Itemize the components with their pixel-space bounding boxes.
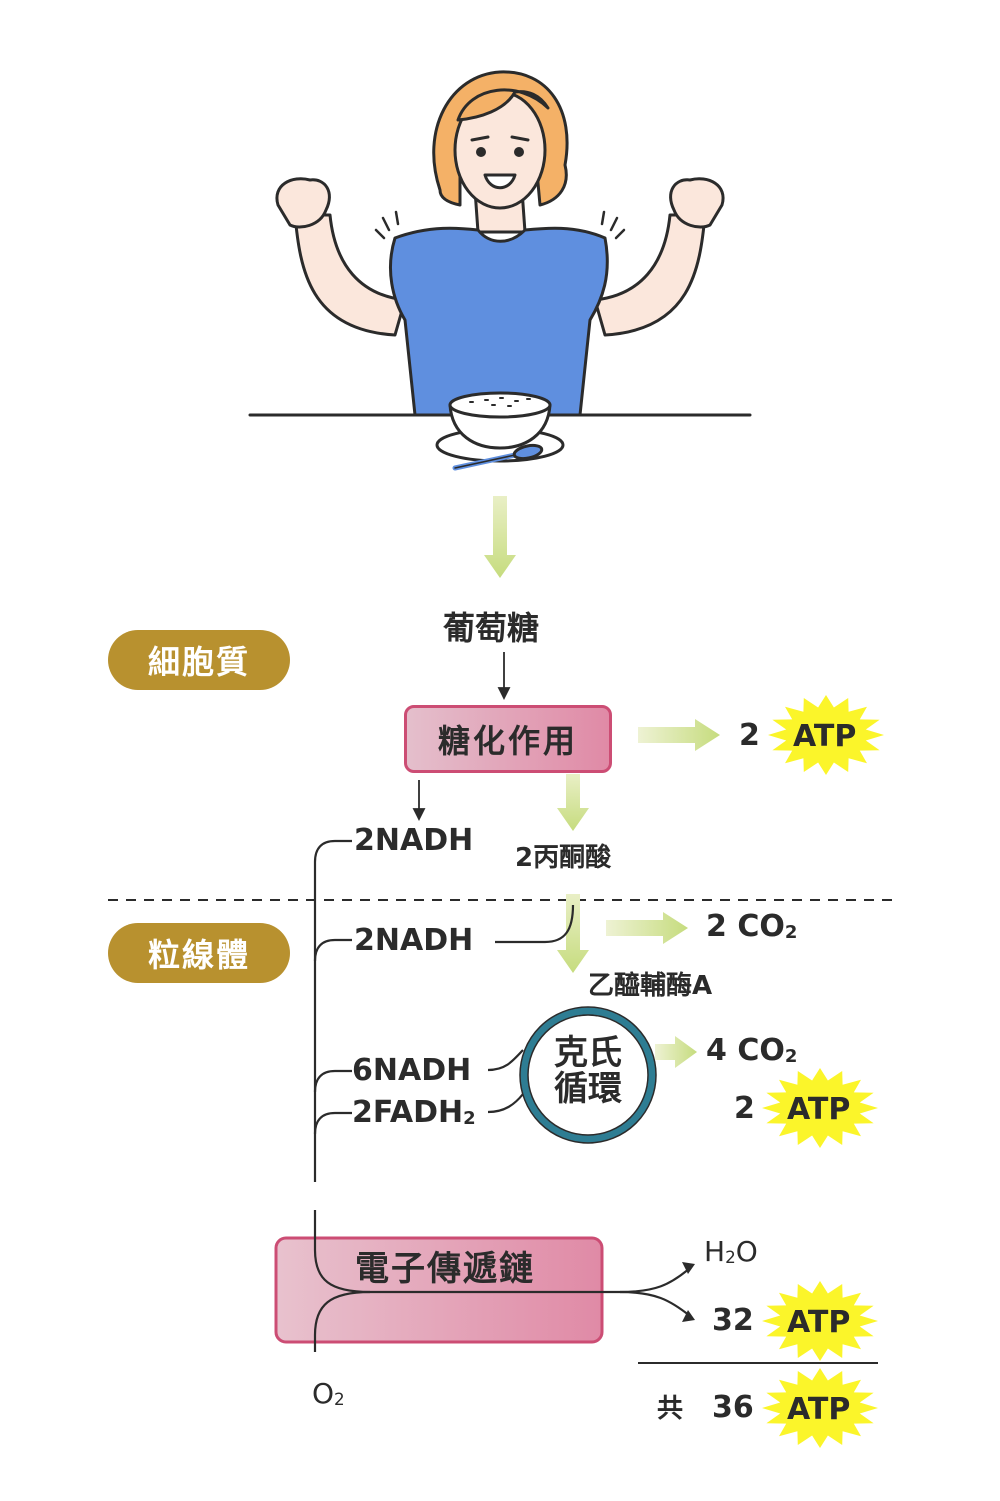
cycle-input-lines — [487, 1049, 524, 1114]
krebs-cycle-ring — [520, 1007, 656, 1143]
green-down-arrow-pyruvate — [557, 774, 589, 831]
oxygen-label: O2 — [312, 1377, 345, 1410]
krebs-line-2: 循環 — [554, 1068, 622, 1109]
nadh-pyruvate: 2NADH — [354, 923, 474, 958]
atp-starburst-krebs — [762, 1068, 878, 1148]
green-down-arrow-main — [484, 496, 516, 578]
etc-atp-label: ATP — [787, 1305, 851, 1340]
glycolysis-atp-count: 2 — [739, 718, 760, 753]
atp-starburst-etc — [762, 1281, 878, 1361]
krebs-atp-label: ATP — [787, 1092, 851, 1127]
etc-label: 電子傳遞鏈 — [355, 1249, 535, 1289]
krebs-cycle-label: 克氏 循環 — [533, 1033, 643, 1109]
glucose-label: 葡萄糖 — [443, 609, 540, 647]
acetyl-coa-label: 乙醯輔酶A — [588, 971, 713, 1001]
atp-starburst-total — [762, 1368, 878, 1448]
pyruvate-label: 2丙酮酸 — [515, 843, 612, 873]
green-right-arrow-co2-1 — [606, 912, 688, 944]
total-atp-label: ATP — [787, 1392, 851, 1427]
green-right-arrow-glycolysis — [638, 719, 720, 751]
nadh-krebs: 6NADH — [352, 1053, 472, 1088]
mitochondria-pill: 粒線體 — [108, 923, 290, 983]
co2-pyruvate: 2 CO2 — [706, 909, 798, 944]
total-atp-count: 36 — [712, 1390, 754, 1425]
water-label: H2O — [704, 1235, 758, 1268]
atp-starburst-glycolysis — [768, 695, 884, 775]
etc-atp-count: 32 — [712, 1303, 754, 1338]
krebs-line-1: 克氏 — [554, 1033, 622, 1073]
person-eating-illustration — [248, 70, 752, 471]
nadh-branch-line-pyruvate — [495, 904, 575, 944]
etc-box-shape — [274, 1236, 604, 1344]
fadh2-krebs: 2FADH2 — [352, 1095, 476, 1130]
electron-flow-lines — [313, 1210, 691, 1352]
arrow-glycolysis-to-nadh — [412, 780, 426, 822]
krebs-atp-count: 2 — [734, 1091, 755, 1126]
green-right-arrow-co2-2 — [655, 1036, 697, 1068]
nadh-glycolysis: 2NADH — [354, 823, 474, 858]
glycolysis-atp-label: ATP — [793, 719, 857, 754]
co2-krebs: 4 CO2 — [706, 1033, 798, 1068]
arrow-glucose-to-glycolysis — [497, 652, 511, 701]
glycolysis-box: 糖化作用 — [404, 705, 612, 773]
green-down-arrow-acetyl-coa — [557, 894, 589, 973]
total-word: 共 — [657, 1394, 684, 1424]
nadh-collector-line — [313, 839, 352, 1182]
cytoplasm-pill: 細胞質 — [108, 630, 290, 690]
